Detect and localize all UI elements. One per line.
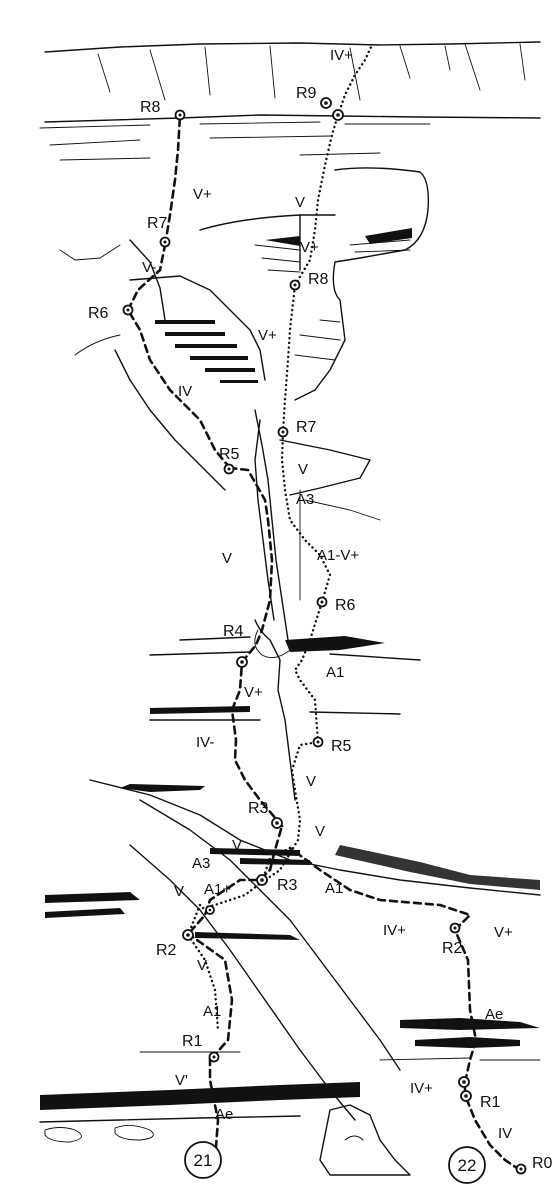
station-21-r4 xyxy=(236,656,248,668)
grade-iv-r: IV xyxy=(498,1125,512,1142)
grade-labels: IV+ V+ V V+ V- V+ IV V A3 V A1-V+ A1 V+ … xyxy=(142,47,513,1142)
route-21-number: 21 xyxy=(194,1151,213,1170)
station-21-r2 xyxy=(182,929,194,941)
grade-a1-r: A1 xyxy=(326,664,344,681)
station-22-r7 xyxy=(277,426,289,438)
label-r9-right: R9 xyxy=(296,85,317,102)
grade-v-l6: V xyxy=(197,957,207,974)
station-21-r8 xyxy=(174,109,186,121)
grade-vplus-l1: V+ xyxy=(193,186,212,203)
label-r0-right: R0 xyxy=(532,1155,553,1172)
station-21-r3 xyxy=(271,817,283,829)
station-21-r1 xyxy=(208,1051,220,1063)
grade-v-r5: V xyxy=(306,773,316,790)
label-r5-right: R5 xyxy=(331,738,352,755)
label-r3-mid: R3 xyxy=(277,877,298,894)
grade-ivplus-top: IV+ xyxy=(330,47,353,64)
label-r3-left: R3 xyxy=(248,800,269,817)
route-22-circle xyxy=(448,1146,486,1184)
station-22-r9 xyxy=(320,97,344,121)
grade-iv-l: IV xyxy=(178,383,192,400)
grade-v-l4: V xyxy=(232,837,242,854)
grade-vprime: V' xyxy=(175,1072,188,1089)
station-21-r7 xyxy=(159,236,171,248)
grade-vplus-r7: V+ xyxy=(494,924,513,941)
grade-ivplus-r: IV+ xyxy=(383,922,406,939)
label-r8-left: R8 xyxy=(140,99,161,116)
station-21-r6 xyxy=(122,304,134,316)
grade-ae-l: Ae xyxy=(215,1106,233,1123)
label-r2-right: R2 xyxy=(442,940,463,957)
station-21-r5 xyxy=(223,463,235,475)
grade-vminus-l: V- xyxy=(142,259,156,276)
station-22-r6 xyxy=(316,596,328,608)
grade-vplus-r3: V+ xyxy=(258,327,277,344)
label-r7-left: R7 xyxy=(147,215,168,232)
grade-a1-mid: A1 xyxy=(325,880,343,897)
grade-v-l5: V xyxy=(174,883,184,900)
label-r7-right: R7 xyxy=(296,419,317,436)
route-21-circle xyxy=(184,1141,222,1179)
grade-a3-l: A3 xyxy=(192,855,210,872)
grade-ivminus: IV- xyxy=(196,734,214,751)
grade-a1-vplus: A1-V+ xyxy=(317,547,359,564)
grade-a3-r: A3 xyxy=(296,491,314,508)
rock-drawing xyxy=(39,41,541,1176)
label-r5-left: R5 xyxy=(219,446,240,463)
station-22-r8 xyxy=(289,279,301,291)
station-22-r2 xyxy=(449,922,461,934)
grade-v-r6: V xyxy=(315,823,325,840)
grade-a1plus: A1+ xyxy=(204,881,231,898)
label-r6-right: R6 xyxy=(335,597,356,614)
station-22-r0 xyxy=(515,1163,527,1175)
route-22-line xyxy=(186,43,522,1172)
label-r1-right: R1 xyxy=(480,1094,501,1111)
grade-vplus-l3: V+ xyxy=(244,684,263,701)
label-r2-left: R2 xyxy=(156,942,177,959)
label-r4-left: R4 xyxy=(223,623,244,640)
grade-v-r1: V xyxy=(295,194,305,211)
station-22-r5 xyxy=(312,736,324,748)
station-22-r1 xyxy=(458,1076,472,1102)
route-22-number: 22 xyxy=(458,1156,477,1175)
grade-ae-r: Ae xyxy=(485,1006,503,1023)
grade-vplus-r2: V+ xyxy=(300,239,319,256)
station-22-r3 xyxy=(256,874,268,886)
route-markers: 21 22 xyxy=(184,1141,486,1184)
grade-v-r4: V xyxy=(298,461,308,478)
label-r6-left: R6 xyxy=(88,305,109,322)
grade-v-l2: V xyxy=(222,550,232,567)
label-r8-right: R8 xyxy=(308,271,329,288)
belay-stations xyxy=(122,97,527,1175)
grade-a1-l: A1 xyxy=(203,1003,221,1020)
label-r1-left: R1 xyxy=(182,1033,203,1050)
station-22-a1plus xyxy=(205,905,215,915)
belay-labels: R8 R7 R6 R5 R4 R3 R2 R1 R9 R8 R7 R6 R5 R… xyxy=(88,85,553,1172)
grade-ivplus-r2: IV+ xyxy=(410,1080,433,1097)
